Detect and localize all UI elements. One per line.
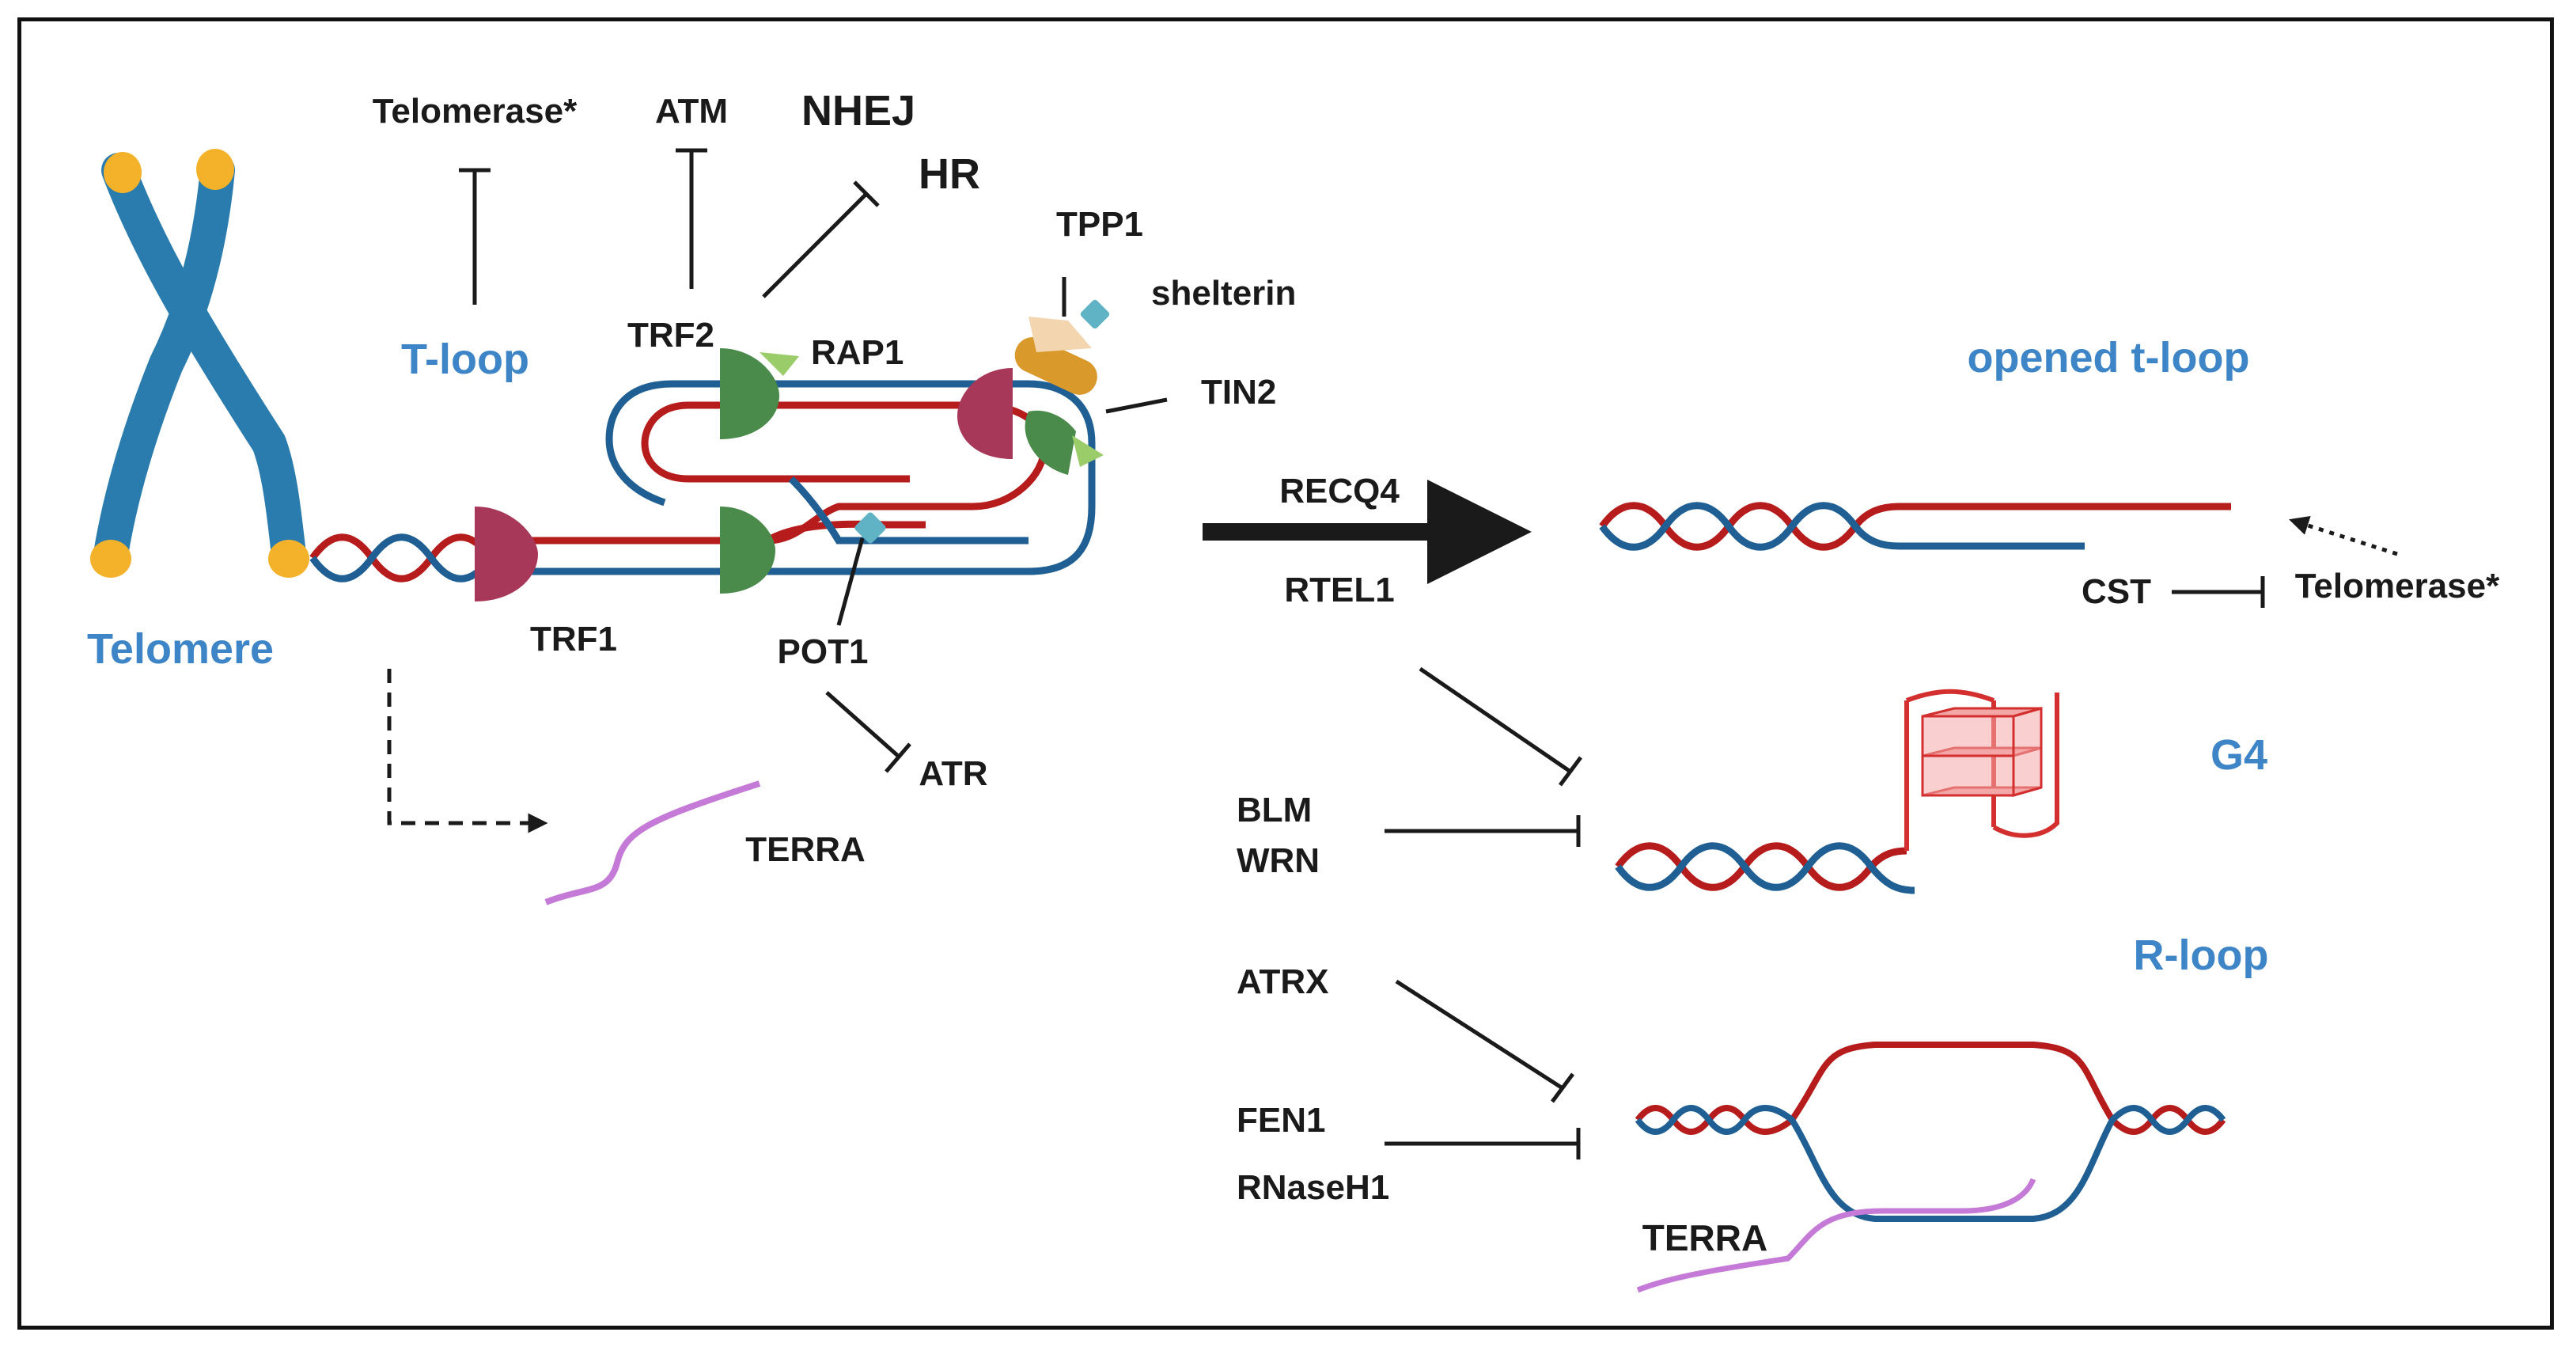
figure-frame	[17, 17, 2554, 1330]
label-tin2: TIN2	[1201, 373, 1276, 412]
tin2-protein	[1014, 337, 1097, 395]
telomerase-dotted-arrow	[2289, 515, 2398, 556]
trf2-protein-lower	[720, 507, 775, 594]
label-tpp1: TPP1	[1056, 205, 1143, 244]
label-telomere: Telomere	[87, 625, 274, 673]
rap1-protein	[760, 352, 799, 376]
label-cst: CST	[2082, 572, 2151, 611]
label-terra-right: TERRA	[1642, 1217, 1767, 1258]
r-loop-dna	[1635, 1042, 2226, 1293]
trf1-protein	[475, 507, 538, 601]
label-trf1: TRF1	[530, 620, 617, 658]
g4-dna	[1615, 689, 2059, 894]
label-terra-left: TERRA	[745, 830, 866, 869]
t-loop-dna	[309, 380, 1096, 583]
pot1-protein	[854, 512, 886, 544]
label-recq4: RECQ4	[1279, 472, 1400, 510]
label-rtel1: RTEL1	[1284, 571, 1394, 609]
tpp1-protein	[1029, 317, 1092, 352]
inhibition-lines-left	[459, 148, 911, 773]
label-rap1: RAP1	[811, 333, 903, 372]
pot1-protein-top	[1080, 299, 1110, 329]
trf1-protein-upper	[957, 368, 1013, 459]
label-hr: HR	[919, 150, 980, 198]
label-telomerase-right: Telomerase*	[2295, 567, 2500, 605]
label-shelterin: shelterin	[1151, 274, 1296, 313]
label-atm: ATM	[655, 92, 728, 131]
label-rnaseh1: RNaseH1	[1237, 1168, 1389, 1207]
terra-rna-left	[544, 780, 761, 905]
trf2-protein-upper	[720, 348, 779, 439]
label-pot1: POT1	[778, 632, 869, 671]
label-t-loop: T-loop	[401, 336, 529, 383]
label-trf2: TRF2	[627, 316, 714, 355]
rap1-protein-right	[1072, 435, 1104, 467]
label-r-loop: R-loop	[2134, 932, 2269, 979]
label-fen1: FEN1	[1237, 1101, 1325, 1140]
label-opened-t-loop: opened t-loop	[1968, 334, 2250, 381]
opened-t-loop-dna	[1599, 502, 2231, 551]
transcription-arrow	[387, 669, 548, 833]
label-atr: ATR	[919, 754, 987, 793]
label-atrx: ATRX	[1237, 962, 1329, 1001]
label-nhej: NHEJ	[801, 87, 915, 135]
label-telomerase-top: Telomerase*	[373, 92, 578, 131]
label-wrn: WRN	[1237, 841, 1320, 880]
label-g4: G4	[2210, 731, 2267, 779]
label-blm: BLM	[1237, 791, 1312, 829]
trf2-protein-right	[1025, 410, 1076, 475]
chromosome-icon	[90, 149, 309, 578]
